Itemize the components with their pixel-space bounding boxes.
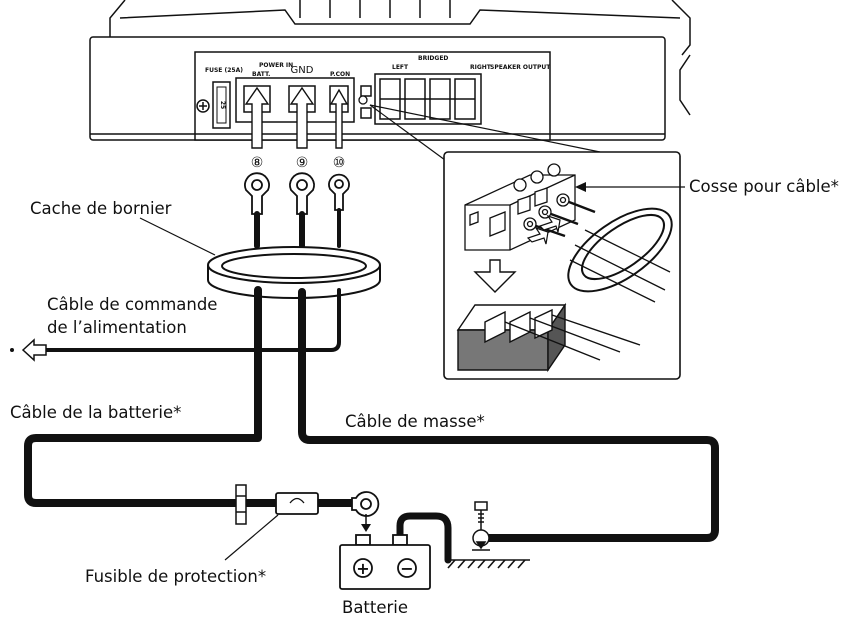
speaker-terminal-block xyxy=(374,73,482,125)
label-cable-masse: Câble de masse* xyxy=(345,412,485,431)
bridged-label: BRIDGED xyxy=(418,55,448,62)
inset-down-arrow xyxy=(473,259,517,293)
label-batterie: Batterie xyxy=(342,598,408,617)
terminal-cover xyxy=(207,246,381,299)
power-in-label: POWER IN xyxy=(259,62,293,69)
leader-fuse xyxy=(224,514,279,561)
terminal-number-9: ⑨ xyxy=(296,155,309,171)
insert-arrows xyxy=(244,86,349,149)
label-cache-de-bornier: Cache de bornier xyxy=(30,199,172,218)
cables xyxy=(254,208,341,249)
terminal-number-8: ⑧ xyxy=(251,155,264,171)
fuse-value: 25 xyxy=(219,101,226,109)
control-cable-arrow xyxy=(10,338,47,362)
ground-symbol xyxy=(447,559,530,569)
speaker-output-label: SPEAKER OUTPUT xyxy=(490,64,551,71)
inset-ring-terminals xyxy=(523,193,596,238)
gnd-label: GND xyxy=(291,65,314,76)
pcon-label: P.CON xyxy=(330,71,350,78)
label-cable-commande-1: Câble de commande xyxy=(47,295,217,314)
ring-terminals xyxy=(244,172,350,215)
inset-arrows xyxy=(526,214,561,245)
ground-bolt xyxy=(472,501,490,551)
label-fusible: Fusible de protection* xyxy=(85,567,266,586)
inline-fuse xyxy=(275,492,319,515)
terminal-number-10: ⑩ xyxy=(333,155,346,171)
battery-minus-icon: − xyxy=(400,559,413,578)
amplifier xyxy=(89,0,691,141)
inset-cover-ring xyxy=(567,207,673,303)
label-cable-batterie: Câble de la batterie* xyxy=(10,403,181,422)
inset-leader-2 xyxy=(369,104,601,153)
firewall-grommet xyxy=(235,484,247,525)
screw-icon xyxy=(358,95,368,105)
leader-cosse-arrowhead xyxy=(575,182,586,192)
leader-cover xyxy=(139,217,216,256)
fuse-rating-label: FUSE (25A) xyxy=(205,67,243,74)
label-cable-commande-2: de l’alimentation xyxy=(47,318,187,337)
battery-plus-icon: + xyxy=(356,559,369,578)
inset-leader-1 xyxy=(369,104,446,161)
battery xyxy=(339,534,431,590)
fuse-holder: 25 xyxy=(212,81,231,129)
battery-ring-terminal xyxy=(351,491,380,517)
batt-label: BATT. xyxy=(252,71,270,78)
right-label: RIGHT xyxy=(470,64,492,71)
left-label: LEFT xyxy=(392,64,409,71)
label-cosse: Cosse pour câble* xyxy=(689,177,839,196)
inset-covered-block xyxy=(456,302,641,373)
